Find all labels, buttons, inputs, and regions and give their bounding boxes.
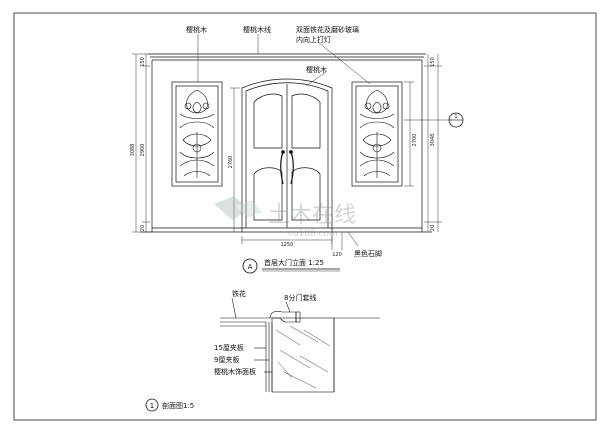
label-glass-note-2: 内向上打灯 bbox=[296, 35, 331, 44]
section-marker-number: 1 bbox=[454, 114, 457, 120]
section-detail bbox=[220, 297, 380, 393]
dim-door-width: 1250 bbox=[281, 242, 294, 248]
section-title-marker: 1 bbox=[150, 402, 154, 410]
dim-right-panel: 2700 bbox=[412, 134, 418, 147]
dim-left-bottom: 20 bbox=[140, 225, 146, 231]
right-iron-panel bbox=[351, 81, 403, 187]
main-door bbox=[241, 78, 333, 232]
label-cherry-veneer: 樱桃木饰面板 bbox=[214, 367, 256, 376]
elevation-labels: 樱桃木 樱桃木线 双面铁花及磨砂玻璃 内向上打灯 樱桃木 黑色石脚 bbox=[186, 25, 382, 258]
section-title: 1 剖面图1:5 bbox=[145, 398, 194, 412]
left-iron-panel bbox=[171, 81, 223, 187]
dim-right-bottom: 20 bbox=[430, 225, 436, 231]
label-cherry-wood-door: 樱桃木 bbox=[306, 65, 327, 74]
label-cherry-wood-left: 樱桃木 bbox=[186, 25, 207, 34]
watermark-brand: 土木在线 bbox=[268, 203, 356, 228]
elevation-title-text: 首层大门立面 1:25 bbox=[264, 258, 324, 267]
label-glass-note-1: 双面铁花及磨砂玻璃 bbox=[296, 25, 359, 34]
door-elevation bbox=[140, 53, 432, 233]
label-cherry-wood-line: 樱桃木线 bbox=[243, 25, 271, 34]
section-marker: 1 bbox=[448, 112, 464, 128]
elevation-title-marker: A bbox=[248, 263, 253, 271]
section-title-text: 剖面图1:5 bbox=[162, 401, 194, 410]
label-plywood-15: 15厘夹板 bbox=[214, 343, 244, 352]
label-door-cover-line: 8分门套线 bbox=[284, 293, 316, 302]
section-labels: 铁花 8分门套线 15厘夹板 9厘夹板 樱桃木饰面板 bbox=[214, 289, 316, 376]
dim-left-total: 3088 bbox=[130, 144, 136, 157]
dim-left-top: 150 bbox=[140, 57, 146, 67]
dim-door-height: 2760 bbox=[228, 156, 234, 169]
dimension-texts: 3088 2900 150 20 2760 2700 3048 150 20 1… bbox=[130, 57, 436, 258]
dim-base-offset: 120 bbox=[332, 252, 342, 258]
watermark: 土木在线 co188.com bbox=[214, 196, 356, 239]
dim-right-top: 150 bbox=[430, 57, 436, 67]
label-black-stone-base: 黑色石脚 bbox=[354, 249, 382, 258]
label-iron-flower: 铁花 bbox=[232, 289, 246, 298]
dimension-lines bbox=[132, 34, 452, 250]
dim-left-door: 2900 bbox=[140, 144, 146, 157]
label-plywood-9: 9厘夹板 bbox=[214, 355, 239, 364]
drawing-frame bbox=[13, 12, 597, 421]
elevation-title: A 首层大门立面 1:25 bbox=[242, 258, 340, 274]
watermark-url: co188.com bbox=[288, 229, 338, 239]
dim-right-total: 3048 bbox=[430, 134, 436, 147]
